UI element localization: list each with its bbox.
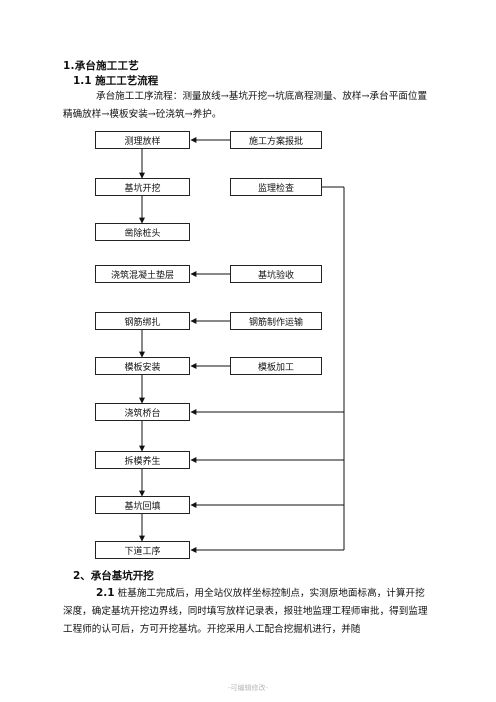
section-2-1-paragraph: 2.1 桩基施工完成后，用全站仪放样坐标控制点，实测原地面标高，计算开挖深度，确… [63,584,433,639]
flow-step-formwork: 模板安装 [95,357,190,375]
flow-step-cushion: 浇筑混凝土垫层 [95,265,190,283]
section-heading-1: 1.承台施工工艺 [63,60,139,72]
intro-text: 承台施工工序流程：测量放线→基坑开挖→坑底高程测量、放样→承台平面位置精确放样→… [63,91,428,120]
flow-step-backfill: 基坑回填 [95,496,190,514]
flow-step-pour: 浇筑桥台 [95,403,190,421]
flow-step-survey: 测理放样 [95,131,190,149]
section-heading-2: 2、承台基坑开挖 [73,570,154,582]
flow-step-supervisor-check: 监理检查 [230,178,322,196]
page-footer: -可编辑修改- [227,684,269,692]
intro-paragraph: 承台施工工序流程：测量放线→基坑开挖→坑底高程测量、放样→承台平面位置精确放样→… [63,88,433,124]
flow-step-plan-approval: 施工方案报批 [230,131,322,149]
flow-step-curing: 拆模养生 [95,451,190,469]
flow-step-formwork-fab: 模板加工 [230,357,322,375]
flow-step-rebar-transport: 钢筋制作运输 [230,312,322,330]
flow-step-pit-acceptance: 基坑验收 [230,265,322,283]
flow-step-excavation: 基坑开挖 [95,178,190,196]
flow-step-next: 下道工序 [95,541,190,559]
section-2-1-number: 2.1 [96,587,115,599]
flow-step-pile-head: 凿除桩头 [95,223,190,241]
section-2-1-text: 桩基施工完成后，用全站仪放样坐标控制点，实测原地面标高，计算开挖深度，确定基坑开… [63,588,428,635]
horizontal-flow-arrows [190,137,230,369]
section-heading-1-1: 1.1 施工工艺流程 [73,75,159,87]
supervision-bracket [190,186,345,553]
flow-step-rebar: 钢筋绑扎 [95,312,190,330]
